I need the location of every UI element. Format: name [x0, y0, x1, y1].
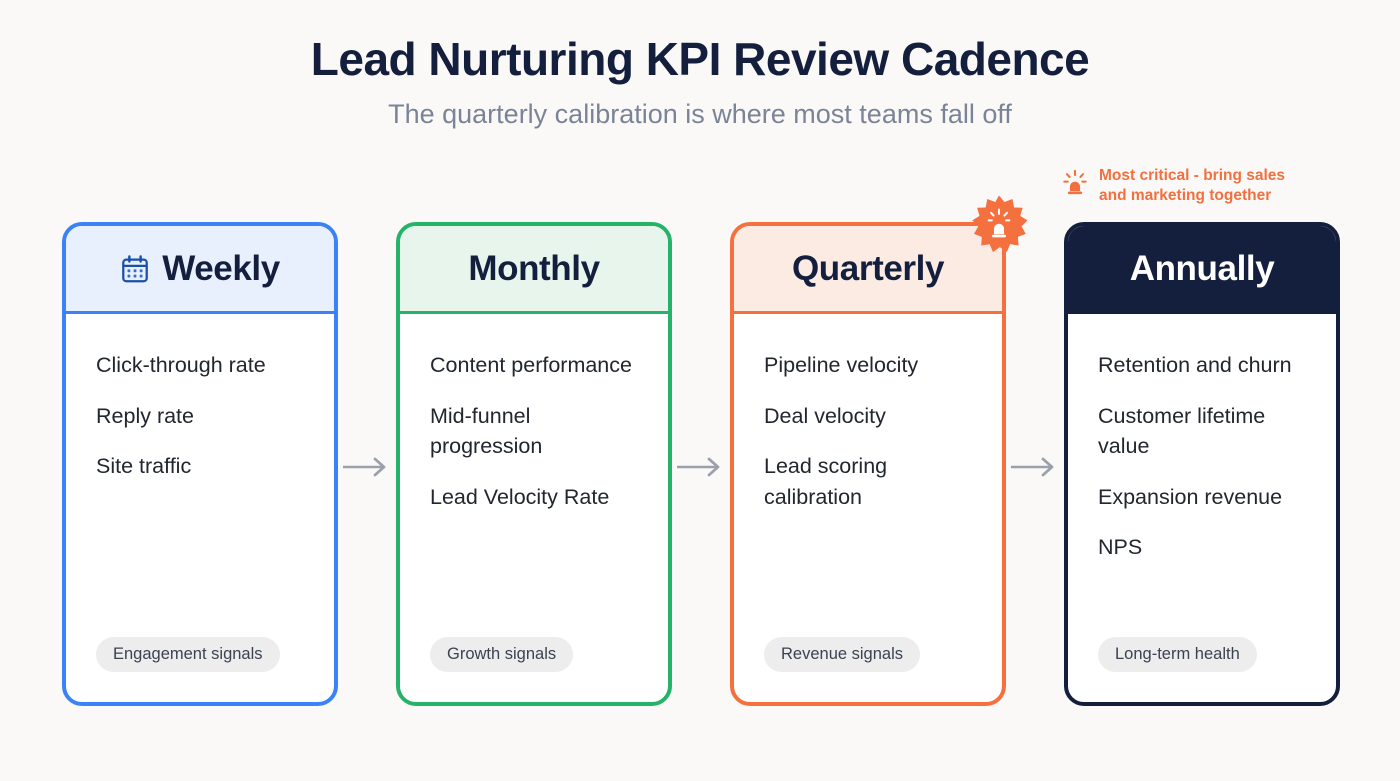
metric-item: Lead Velocity Rate: [430, 484, 610, 509]
calendar-icon: [120, 254, 150, 284]
signal-chip: Engagement signals: [96, 636, 280, 672]
card-header-quarterly: Quarterly: [734, 226, 1002, 314]
metric-list-monthly: Content performance Mid-funnel progressi…: [430, 350, 640, 512]
critical-callout-text: Most critical - bring sales and marketin…: [1099, 166, 1285, 206]
metric-item: Reply rate: [96, 403, 194, 428]
metric-item: Deal velocity: [764, 403, 886, 428]
metric-item: Content performance: [430, 353, 632, 377]
signal-chip: Revenue signals: [764, 636, 920, 672]
siren-icon: [1060, 168, 1090, 198]
card-header-weekly: Weekly: [66, 226, 334, 314]
card-footer-annually: Long-term health: [1098, 636, 1308, 702]
card-header-annually: Annually: [1068, 226, 1336, 314]
card-slot-quarterly: Quarterly Pipeline velocity Deal velocit…: [730, 195, 1028, 712]
critical-callout-line-2: and marketing together: [1099, 186, 1272, 204]
card-header-monthly: Monthly: [400, 226, 668, 314]
metric-item: Customer lifetime value: [1098, 403, 1266, 459]
card-slot-weekly: Weekly Click-through rate Reply rate Sit…: [62, 222, 338, 712]
card-slot-annually: Annually Retention and churn Customer li…: [1064, 222, 1340, 712]
critical-callout-line-1: Most critical - bring sales: [1099, 167, 1286, 184]
cadence-card-annually[interactable]: Annually Retention and churn Customer li…: [1064, 222, 1340, 706]
card-footer-weekly: Engagement signals: [96, 636, 306, 702]
cadence-card-quarterly[interactable]: Quarterly Pipeline velocity Deal velocit…: [730, 222, 1006, 706]
signal-chip: Long-term health: [1098, 636, 1257, 672]
card-title-annually: Annually: [1129, 249, 1275, 288]
metric-item: NPS: [1098, 535, 1143, 560]
card-title-quarterly: Quarterly: [791, 249, 945, 288]
signal-chip: Growth signals: [430, 636, 574, 672]
metric-list-quarterly: Pipeline velocity Deal velocity Lead sco…: [764, 350, 974, 512]
page-title: Lead Nurturing KPI Review Cadence: [310, 33, 1090, 85]
card-title-weekly: Weekly: [162, 249, 280, 288]
metric-item: Retention and churn: [1098, 353, 1292, 377]
connector-arrow-3: [1006, 222, 1064, 712]
card-body-quarterly: Pipeline velocity Deal velocity Lead sco…: [734, 314, 1002, 702]
card-body-annually: Retention and churn Customer lifetime va…: [1068, 314, 1336, 702]
cadence-card-weekly[interactable]: Weekly Click-through rate Reply rate Sit…: [62, 222, 338, 706]
card-footer-monthly: Growth signals: [430, 636, 640, 702]
metric-item: Mid-funnel progression: [430, 403, 543, 459]
metric-item: Site traffic: [96, 454, 192, 479]
card-body-weekly: Click-through rate Reply rate Site traff…: [66, 314, 334, 702]
cadence-cards-row: Weekly Click-through rate Reply rate Sit…: [0, 195, 1400, 712]
card-footer-quarterly: Revenue signals: [764, 636, 974, 702]
critical-callout: Most critical - bring sales and marketin…: [1060, 166, 1360, 206]
card-title-monthly: Monthly: [468, 249, 600, 288]
connector-arrow-2: [672, 222, 730, 712]
metric-item: Expansion revenue: [1098, 484, 1283, 509]
metric-item: Click-through rate: [96, 353, 266, 377]
siren-starburst-badge: [968, 194, 1030, 256]
page-header: Lead Nurturing KPI Review Cadence The qu…: [0, 0, 1400, 130]
metric-item: Lead scoring calibration: [764, 454, 888, 509]
card-slot-monthly: Monthly Content performance Mid-funnel p…: [396, 222, 672, 712]
arrow-right-icon: [1011, 457, 1054, 477]
metric-list-annually: Retention and churn Customer lifetime va…: [1098, 350, 1308, 563]
arrow-right-icon: [343, 457, 386, 477]
arrow-right-icon: [677, 457, 720, 477]
page-subtitle: The quarterly calibration is where most …: [388, 98, 1012, 129]
card-body-monthly: Content performance Mid-funnel progressi…: [400, 314, 668, 702]
connector-arrow-1: [338, 222, 396, 712]
metric-list-weekly: Click-through rate Reply rate Site traff…: [96, 350, 306, 482]
metric-item: Pipeline velocity: [764, 353, 919, 377]
cadence-card-monthly[interactable]: Monthly Content performance Mid-funnel p…: [396, 222, 672, 706]
